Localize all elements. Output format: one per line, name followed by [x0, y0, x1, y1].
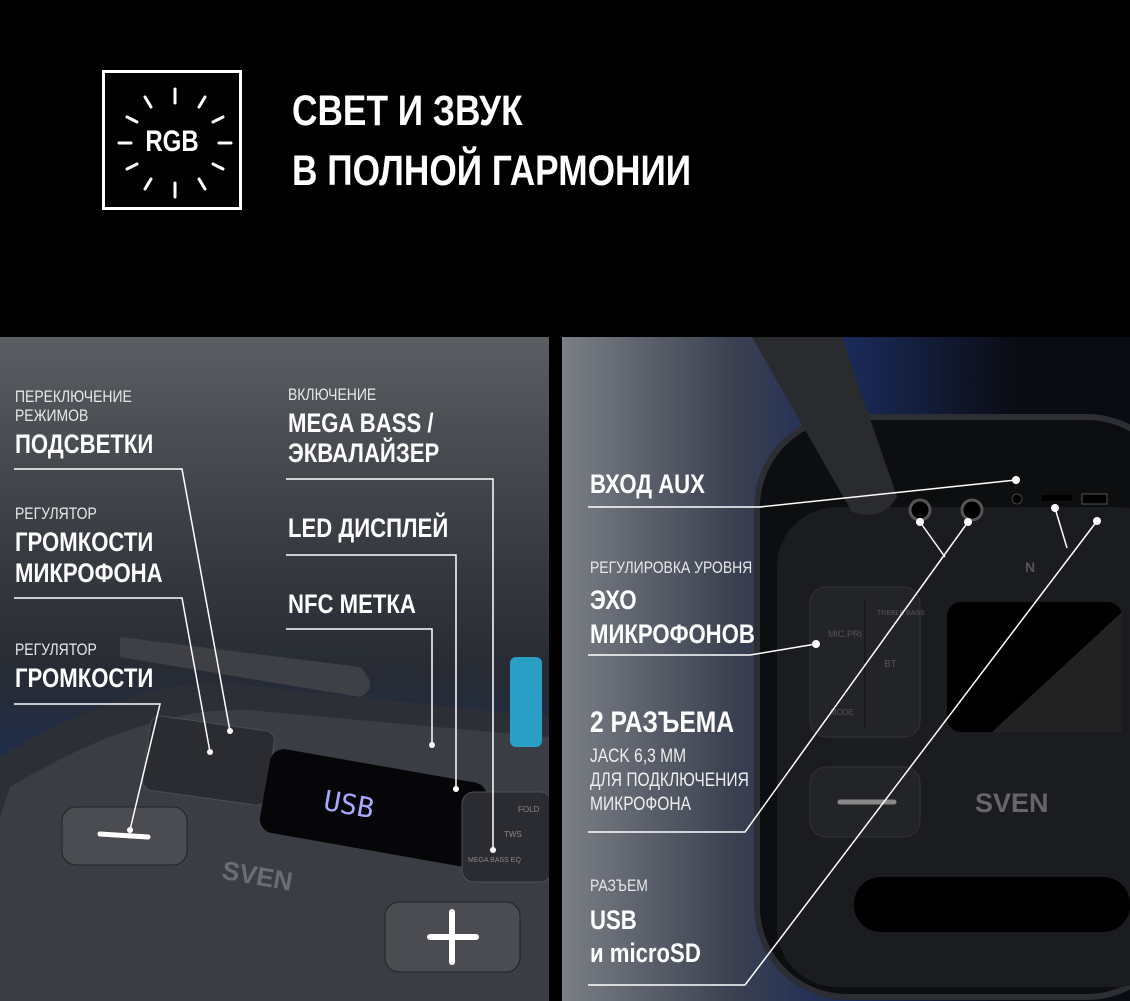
speaker-top-illustration: USB FOLD TWS MEGA BASS EQ SVEN — [0, 468, 549, 1001]
megabass-label-3: ЭКВАЛАЙЗЕР — [288, 438, 440, 468]
mic-volume-label-1: РЕГУЛЯТОР — [15, 504, 97, 523]
headline-line1: СВЕТ И ЗВУК — [292, 87, 523, 135]
backlight-label-2: РЕЖИМОВ — [15, 406, 89, 425]
usb-label-3: и microSD — [590, 938, 701, 968]
volume-label-1: РЕГУЛЯТОР — [15, 640, 97, 659]
btn-treble-label: TREBLE BASS — [877, 610, 925, 617]
nfc-label: NFC МЕТКА — [288, 589, 416, 619]
echo-label-2: ЭХО — [590, 585, 637, 615]
btn-mic-label: MIC.PRI — [828, 629, 862, 639]
btn-bt-label: BT — [884, 659, 897, 670]
rgb-label: RGB — [145, 125, 199, 158]
btn-mode-label: MODE — [830, 708, 854, 717]
usb-label-1: РАЗЪЕМ — [590, 876, 648, 895]
headline-line2: В ПОЛНОЙ ГАРМОНИИ — [292, 147, 692, 195]
backlight-label-1: ПЕРЕКЛЮЧЕНИЕ — [15, 387, 132, 406]
left-panel: USB FOLD TWS MEGA BASS EQ SVEN ПЕРЕКЛЮЧЕ… — [0, 337, 549, 1001]
btn-megabass-label: MEGA BASS EQ — [468, 857, 521, 864]
aux-label: ВХОД AUX — [590, 469, 705, 499]
backlight-label-3: ПОДСВЕТКИ — [15, 429, 154, 459]
light-rays-icon — [117, 87, 233, 199]
echo-label-3: МИКРОФОНОВ — [590, 619, 755, 649]
megabass-label-2: MEGA BASS / — [288, 408, 434, 438]
volume-label-2: ГРОМКОСТИ — [15, 663, 154, 693]
btn-fold-label: FOLD — [518, 805, 540, 814]
led-display-label: LED ДИСПЛЕЙ — [288, 513, 449, 543]
jacks-label-2: JACK 6,3 ММ — [590, 746, 687, 767]
speaker-front-illustration: N MIC.PRI TREBLE BASS BT MODE SVEN — [588, 337, 1130, 1000]
mic-volume-label-3: МИКРОФОНА — [15, 558, 163, 588]
mic-volume-label-2: ГРОМКОСТИ — [15, 527, 154, 557]
usb-label-2: USB — [590, 905, 637, 935]
rgb-icon: RGB — [102, 70, 242, 210]
jacks-label-1: 2 РАЗЪЕМА — [590, 706, 734, 739]
btn-tws-label: TWS — [504, 830, 522, 839]
megabass-label-1: ВКЛЮЧЕНИЕ — [288, 385, 377, 404]
jacks-label-4: МИКРОФОНА — [590, 794, 692, 815]
nfc-icon: N — [1025, 559, 1035, 575]
right-panel: N MIC.PRI TREBLE BASS BT MODE SVEN ВХОД … — [562, 337, 1130, 1001]
echo-label-1: РЕГУЛИРОВКА УРОВНЯ — [590, 558, 753, 577]
jacks-label-3: ДЛЯ ПОДКЛЮЧЕНИЯ — [590, 770, 749, 791]
brand-logo: SVEN — [975, 788, 1049, 818]
